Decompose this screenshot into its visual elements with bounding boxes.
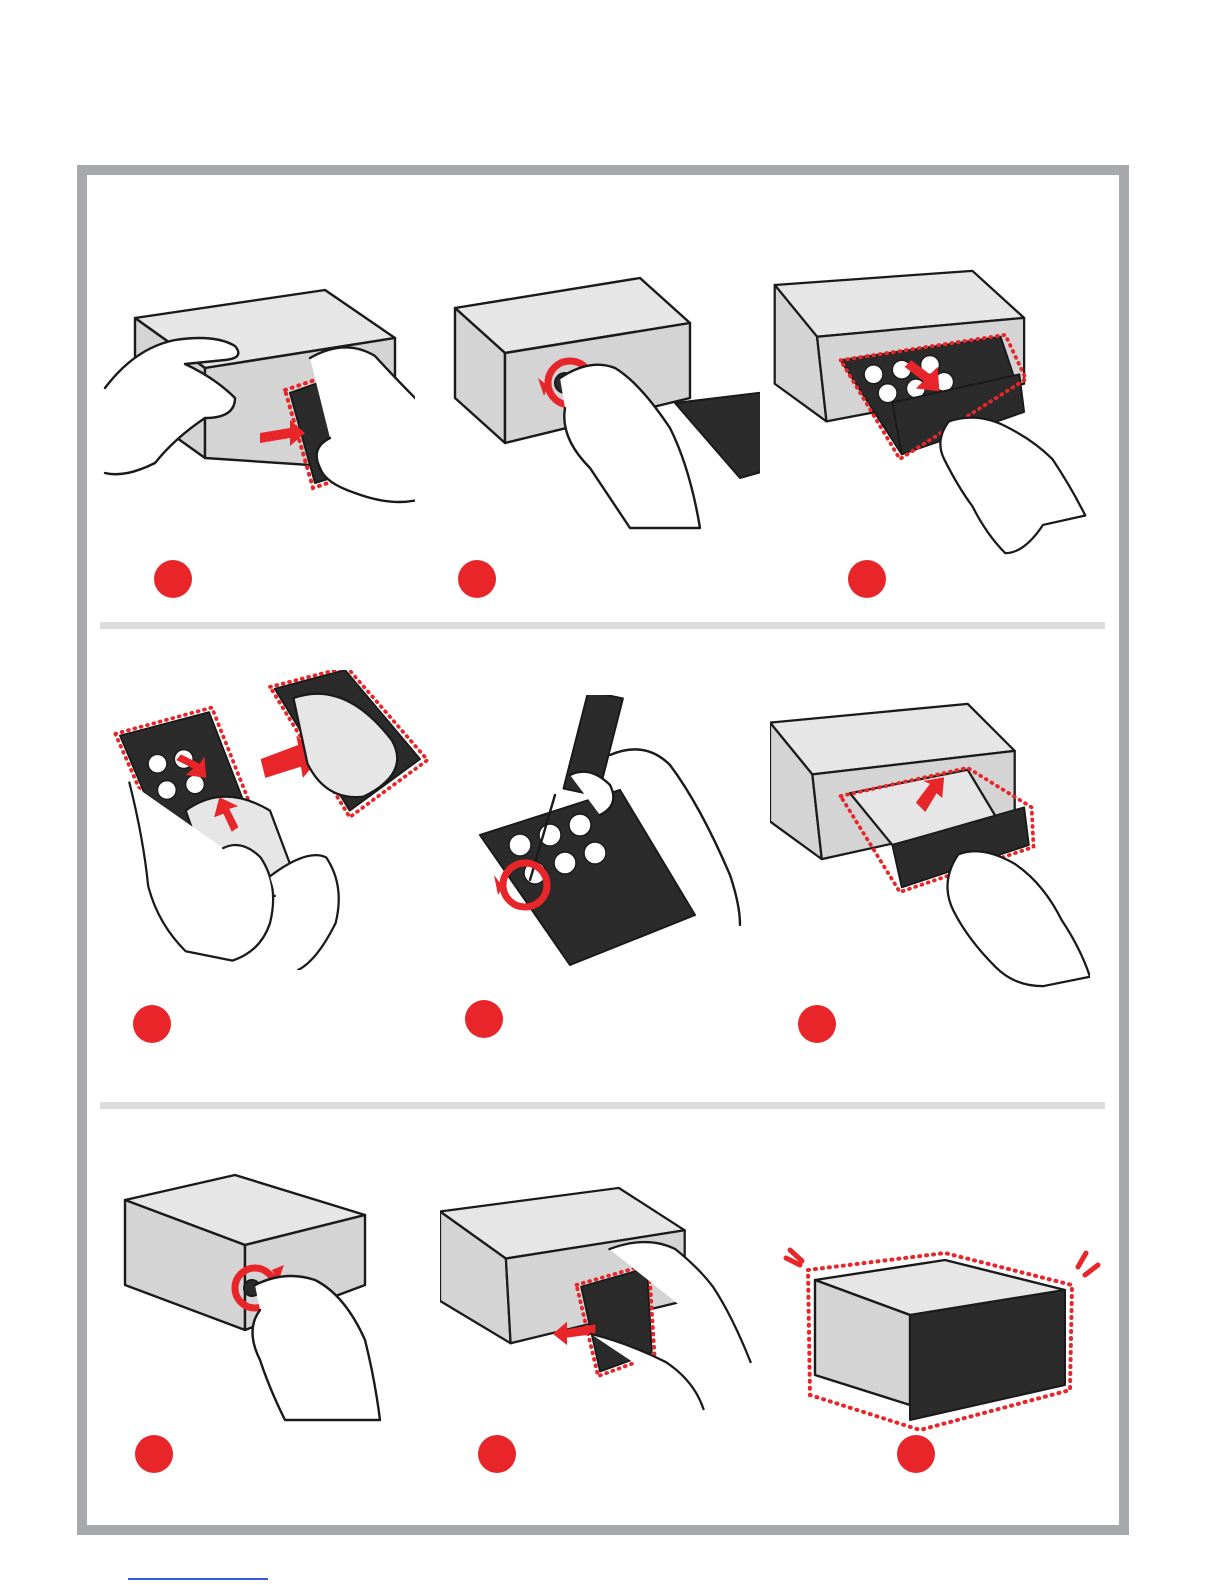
step-3-pull-out-drive-tray — [770, 262, 1090, 562]
step-9-marker — [897, 1435, 935, 1473]
step-1-marker — [154, 560, 192, 598]
step-6-marker — [798, 1005, 836, 1043]
step-6-slide-tray-into-enclosure — [770, 695, 1090, 995]
unscrew-thumbscrew-icon — [440, 268, 760, 568]
step-8-attach-front-panel — [440, 1165, 760, 1465]
step-5-marker — [465, 1000, 503, 1038]
slide-tray-into-enclosure-icon — [770, 695, 1090, 995]
step-2-unscrew-thumbscrew — [440, 268, 760, 568]
screw-drive-to-tray-icon — [470, 695, 770, 995]
step-3-marker — [848, 560, 886, 598]
step-9-assembled-enclosure — [780, 1195, 1120, 1495]
pull-out-drive-tray-icon — [770, 262, 1090, 562]
row-divider-1 — [100, 622, 1105, 629]
tighten-thumbscrew-icon — [120, 1160, 440, 1460]
step-2-marker — [458, 560, 496, 598]
step-4-insert-drive-into-tray — [100, 670, 440, 970]
row-divider-2 — [100, 1102, 1105, 1109]
step-1-remove-front-panel — [95, 268, 415, 568]
attach-front-panel-icon — [440, 1165, 760, 1465]
step-5-screw-drive-to-tray — [470, 695, 770, 995]
assembled-enclosure-icon — [780, 1195, 1120, 1495]
step-7-marker — [135, 1435, 173, 1473]
step-8-marker — [478, 1435, 516, 1473]
step-7-tighten-thumbscrew — [120, 1160, 440, 1460]
footer-link-underline[interactable] — [128, 1578, 268, 1580]
remove-front-panel-icon — [95, 268, 415, 568]
step-4-marker — [133, 1005, 171, 1043]
insert-drive-into-tray-icon — [100, 670, 440, 970]
